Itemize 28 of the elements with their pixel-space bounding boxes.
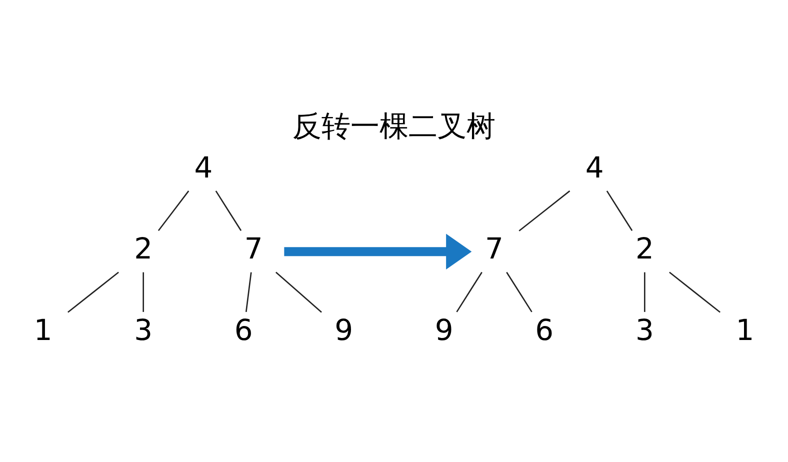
node-text: 6: [234, 312, 253, 347]
connector: [669, 272, 720, 313]
connector: [518, 190, 570, 232]
node-text: 6: [535, 312, 554, 347]
node-text: 9: [334, 312, 354, 347]
connector: [158, 190, 190, 232]
node-text: 2: [134, 232, 153, 266]
diagram-title: 反转一棵二叉树: [292, 109, 496, 144]
node-text: 1: [736, 312, 754, 347]
node-text: 2: [635, 232, 654, 266]
node-text: 9: [434, 312, 454, 347]
connector: [456, 272, 482, 312]
node-text: 1: [34, 312, 52, 347]
node-text: 3: [134, 312, 153, 347]
node-text: 7: [244, 232, 263, 266]
connector: [245, 272, 252, 312]
node-text: 7: [485, 232, 504, 266]
connector: [68, 272, 119, 313]
arrow: [284, 234, 472, 270]
connector: [276, 272, 322, 313]
connector: [644, 272, 646, 312]
connector: [215, 190, 242, 231]
node-text: 4: [585, 150, 604, 184]
node-text: 3: [635, 312, 654, 347]
connector: [506, 272, 532, 312]
connector: [606, 190, 633, 231]
connector: [142, 272, 144, 312]
node-text: 4: [194, 150, 213, 184]
